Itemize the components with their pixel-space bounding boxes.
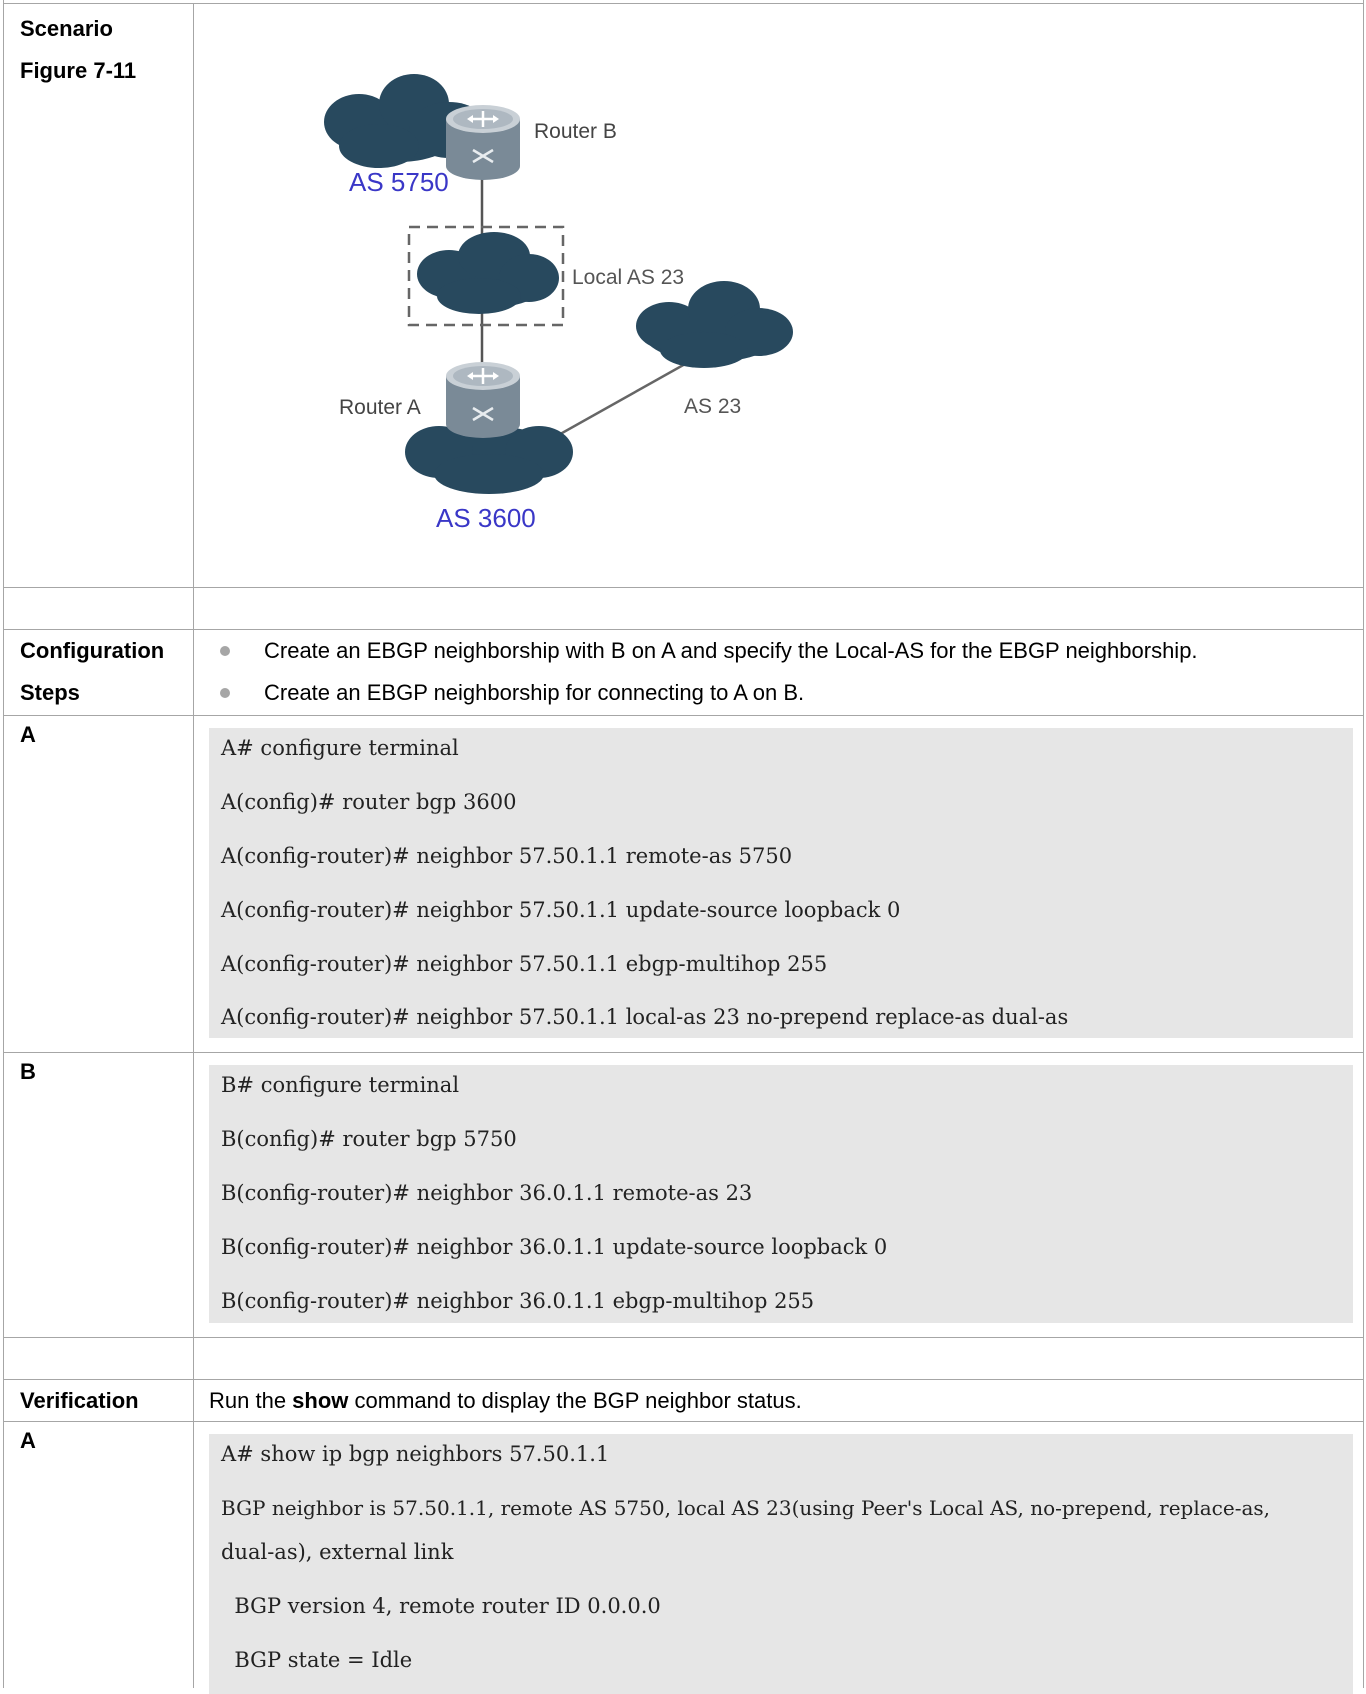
- empty-row: [3, 1338, 1363, 1379]
- config-steps-label-cell: Configuration Steps: [3, 630, 194, 715]
- bullet-icon: [220, 688, 230, 698]
- local-as-box: [407, 225, 565, 327]
- row-divider: [3, 1379, 1363, 1380]
- label-router-b: Router B: [534, 120, 617, 143]
- table-left-border: [3, 0, 4, 1688]
- config-steps-label-line2: Steps: [20, 680, 80, 705]
- verify-a-code-block: A# show ip bgp neighbors 57.50.1.1 BGP n…: [209, 1434, 1353, 1694]
- verification-label: Verification: [20, 1388, 139, 1413]
- network-topology-diagram: Router B AS 5750 Local AS 23 AS 23: [324, 74, 793, 533]
- row-divider: [3, 629, 1363, 630]
- code-line: B(config)# router bgp 5750: [221, 1127, 517, 1151]
- label-as-23: AS 23: [684, 395, 741, 418]
- row-divider: [3, 1337, 1363, 1338]
- code-line: B(config-router)# neighbor 36.0.1.1 ebgp…: [221, 1289, 815, 1313]
- label-router-a: Router A: [339, 396, 421, 419]
- label-as-5750: AS 5750: [349, 167, 449, 197]
- config-b-label-cell: B: [3, 1053, 194, 1337]
- code-line: A(config-router)# neighbor 57.50.1.1 upd…: [221, 898, 901, 922]
- config-a-code-block: A# configure terminal A(config)# router …: [209, 728, 1353, 1038]
- row-divider: [3, 3, 1363, 4]
- config-b-row: B B# configure terminal B(config)# route…: [3, 1053, 1363, 1337]
- row-divider: [3, 1421, 1363, 1422]
- scenario-label: Scenario: [20, 16, 113, 41]
- code-line: BGP state = Idle: [221, 1648, 413, 1672]
- config-b-label: B: [20, 1059, 36, 1084]
- verification-label-cell: Verification: [3, 1380, 194, 1421]
- label-local-as: Local AS 23: [572, 266, 684, 289]
- code-line: A(config-router)# neighbor 57.50.1.1 rem…: [221, 844, 793, 868]
- code-line: A(config-router)# neighbor 57.50.1.1 ebg…: [221, 952, 828, 976]
- code-line: BGP version 4, remote router ID 0.0.0.0: [221, 1594, 661, 1618]
- verification-text-after: command to display the BGP neighbor stat…: [348, 1388, 802, 1413]
- empty-row: [3, 588, 1363, 629]
- config-steps-label-line1: Configuration: [20, 638, 165, 663]
- code-line: A# configure terminal: [221, 736, 459, 760]
- verify-a-label: A: [20, 1428, 36, 1453]
- verify-a-content: A# show ip bgp neighbors 57.50.1.1 BGP n…: [194, 1422, 1363, 1694]
- config-steps-row: Configuration Steps Create an EBGP neigh…: [3, 630, 1363, 715]
- config-a-content: A# configure terminal A(config)# router …: [194, 716, 1363, 1052]
- verification-text-bold: show: [292, 1388, 349, 1413]
- router-a-icon: [446, 362, 520, 438]
- code-line: A# show ip bgp neighbors 57.50.1.1: [221, 1442, 610, 1466]
- code-line: B# configure terminal: [221, 1073, 460, 1097]
- empty-label-cell: [3, 1338, 194, 1379]
- verify-a-row: A A# show ip bgp neighbors 57.50.1.1 BGP…: [3, 1422, 1363, 1694]
- scenario-row: Scenario Figure 7-11: [3, 4, 1363, 587]
- config-step-item: Create an EBGP neighborship with B on A …: [264, 638, 1198, 663]
- verification-content: Run the show command to display the BGP …: [194, 1380, 1363, 1421]
- config-a-row: A A# configure terminal A(config)# route…: [3, 716, 1363, 1052]
- code-line: B(config-router)# neighbor 36.0.1.1 upda…: [221, 1235, 888, 1259]
- code-line: A(config)# router bgp 3600: [221, 790, 517, 814]
- config-b-content: B# configure terminal B(config)# router …: [194, 1053, 1363, 1337]
- config-b-code-block: B# configure terminal B(config)# router …: [209, 1065, 1353, 1323]
- config-a-label: A: [20, 722, 36, 747]
- config-steps-content: Create an EBGP neighborship with B on A …: [194, 630, 1363, 715]
- code-line: B(config-router)# neighbor 36.0.1.1 remo…: [221, 1181, 753, 1205]
- bullet-icon: [220, 646, 230, 656]
- label-as-3600: AS 3600: [436, 503, 536, 533]
- cloud-as-3600-icon: [405, 426, 573, 494]
- table-right-border: [1363, 0, 1364, 1688]
- empty-label-cell: [3, 588, 194, 629]
- row-divider: [3, 715, 1363, 716]
- config-a-label-cell: A: [3, 716, 194, 1052]
- code-line: BGP neighbor is 57.50.1.1, remote AS 575…: [221, 1496, 1271, 1520]
- router-b-icon: [446, 105, 520, 180]
- figure-label: Figure 7-11: [20, 58, 137, 83]
- row-divider: [3, 1052, 1363, 1053]
- row-divider: [3, 587, 1363, 588]
- code-line: A(config-router)# neighbor 57.50.1.1 loc…: [221, 1005, 1069, 1029]
- verify-a-label-cell: A: [3, 1422, 194, 1688]
- verification-text-before: Run the: [209, 1388, 293, 1413]
- verification-text: Run the show command to display the BGP …: [209, 1388, 802, 1414]
- code-line: dual-as), external link: [221, 1540, 454, 1564]
- verification-row: Verification Run the show command to dis…: [3, 1380, 1363, 1421]
- config-step-item: Create an EBGP neighborship for connecti…: [264, 680, 805, 705]
- cloud-local-as-icon: [417, 232, 559, 314]
- scenario-diagram-cell: Router B AS 5750 Local AS 23 AS 23: [194, 4, 1363, 587]
- cloud-as-23-icon: [636, 281, 793, 368]
- scenario-label-cell: Scenario Figure 7-11: [3, 4, 194, 587]
